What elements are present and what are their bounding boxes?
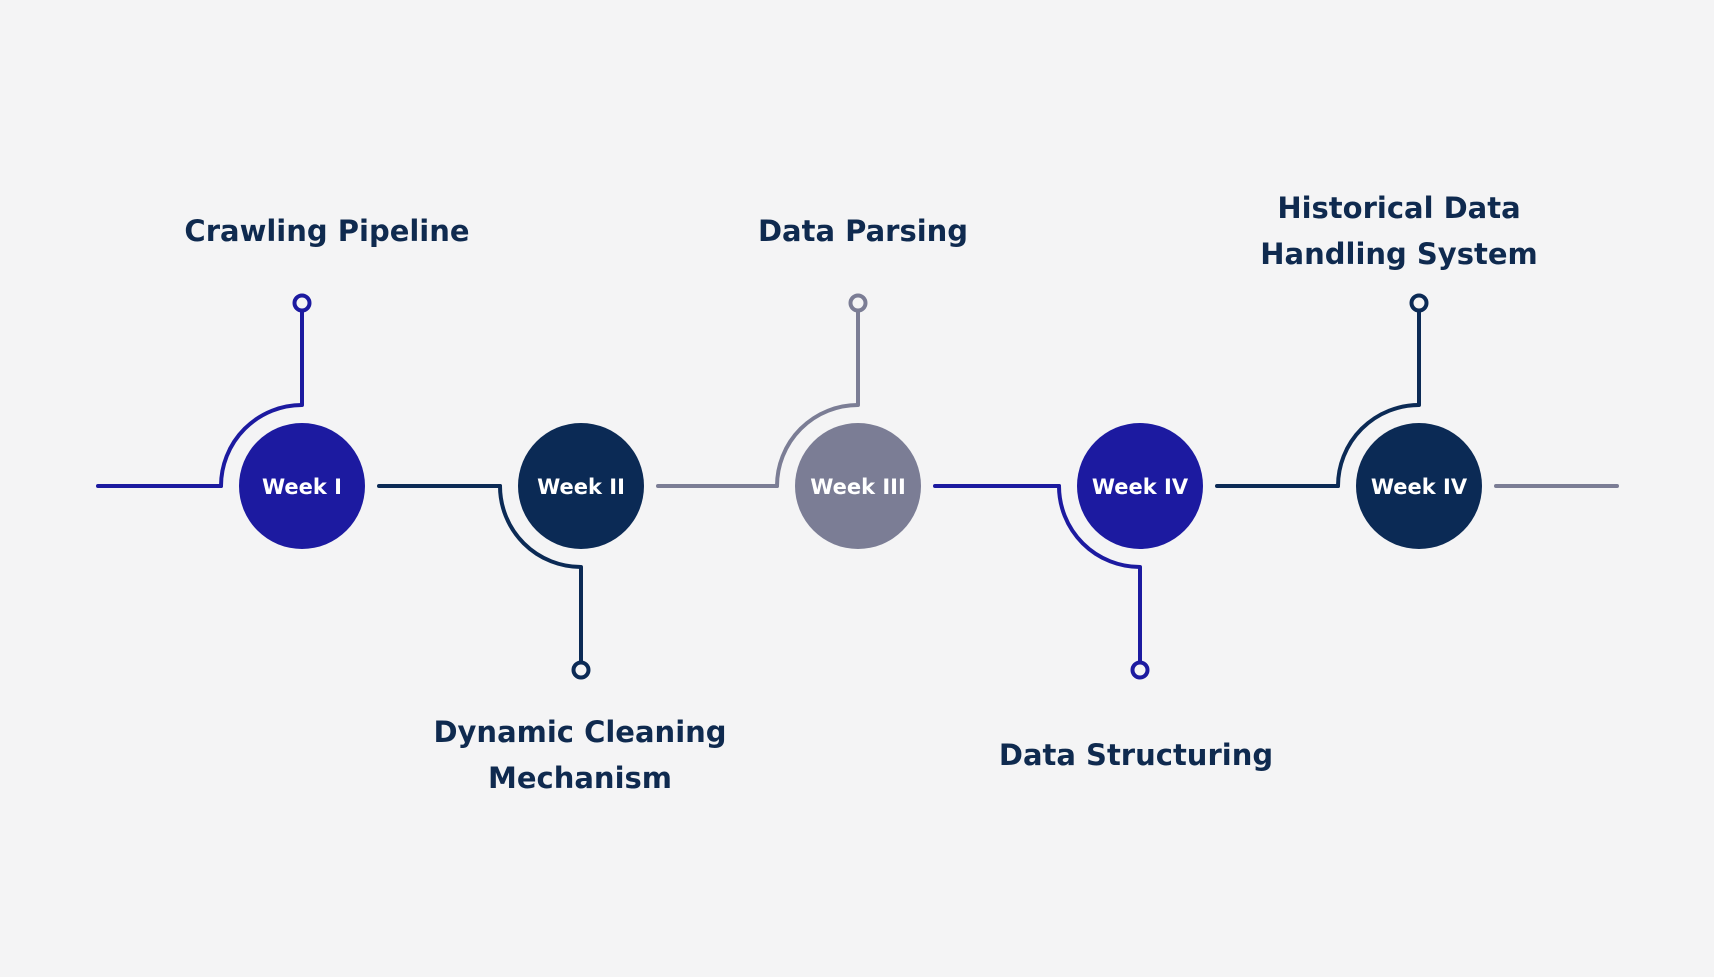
milestone-4-week-label: Week IV [1092, 475, 1189, 499]
milestone-3-node [795, 423, 921, 549]
milestone-3-arc [775, 403, 860, 488]
milestone-1-arc [219, 403, 304, 488]
milestone-5-node [1356, 423, 1482, 549]
milestone-4-title: Data Structuring [999, 732, 1273, 778]
milestone-3-end-dot [848, 293, 868, 313]
milestone-5-title: Historical Data Handling System [1260, 185, 1537, 277]
milestone-3-week-label: Week III [810, 475, 906, 499]
milestone-5-arc [1336, 403, 1421, 488]
milestone-2-title-line-2: Mechanism [488, 761, 672, 795]
milestone-2-week-label: Week II [537, 475, 625, 499]
milestone-1-title: Crawling Pipeline [184, 208, 469, 254]
milestone-5-title-line-1: Historical Data [1277, 191, 1521, 225]
milestone-2-title: Dynamic Cleaning Mechanism [433, 709, 726, 801]
milestone-2-end-dot [571, 660, 591, 680]
milestone-2-arc [498, 484, 583, 569]
milestone-4-arc [1057, 484, 1142, 569]
milestone-5-week-label: Week IV [1371, 475, 1468, 499]
milestone-1-node [239, 423, 365, 549]
milestone-5-end-dot [1409, 293, 1429, 313]
milestone-1-end-dot [292, 293, 312, 313]
milestone-1-title-line-1: Crawling Pipeline [184, 214, 470, 248]
milestone-4-end-dot [1130, 660, 1150, 680]
milestone-2-title-line-1: Dynamic Cleaning [433, 715, 727, 749]
milestone-5-title-line-2: Handling System [1260, 237, 1538, 271]
milestone-1-week-label: Week I [262, 475, 342, 499]
milestone-4-title-line-1: Data Structuring [998, 738, 1274, 772]
milestone-2-node [518, 423, 644, 549]
milestone-3-title: Data Parsing [758, 208, 968, 254]
milestone-3-title-line-1: Data Parsing [757, 214, 969, 248]
milestone-4-node [1077, 423, 1203, 549]
